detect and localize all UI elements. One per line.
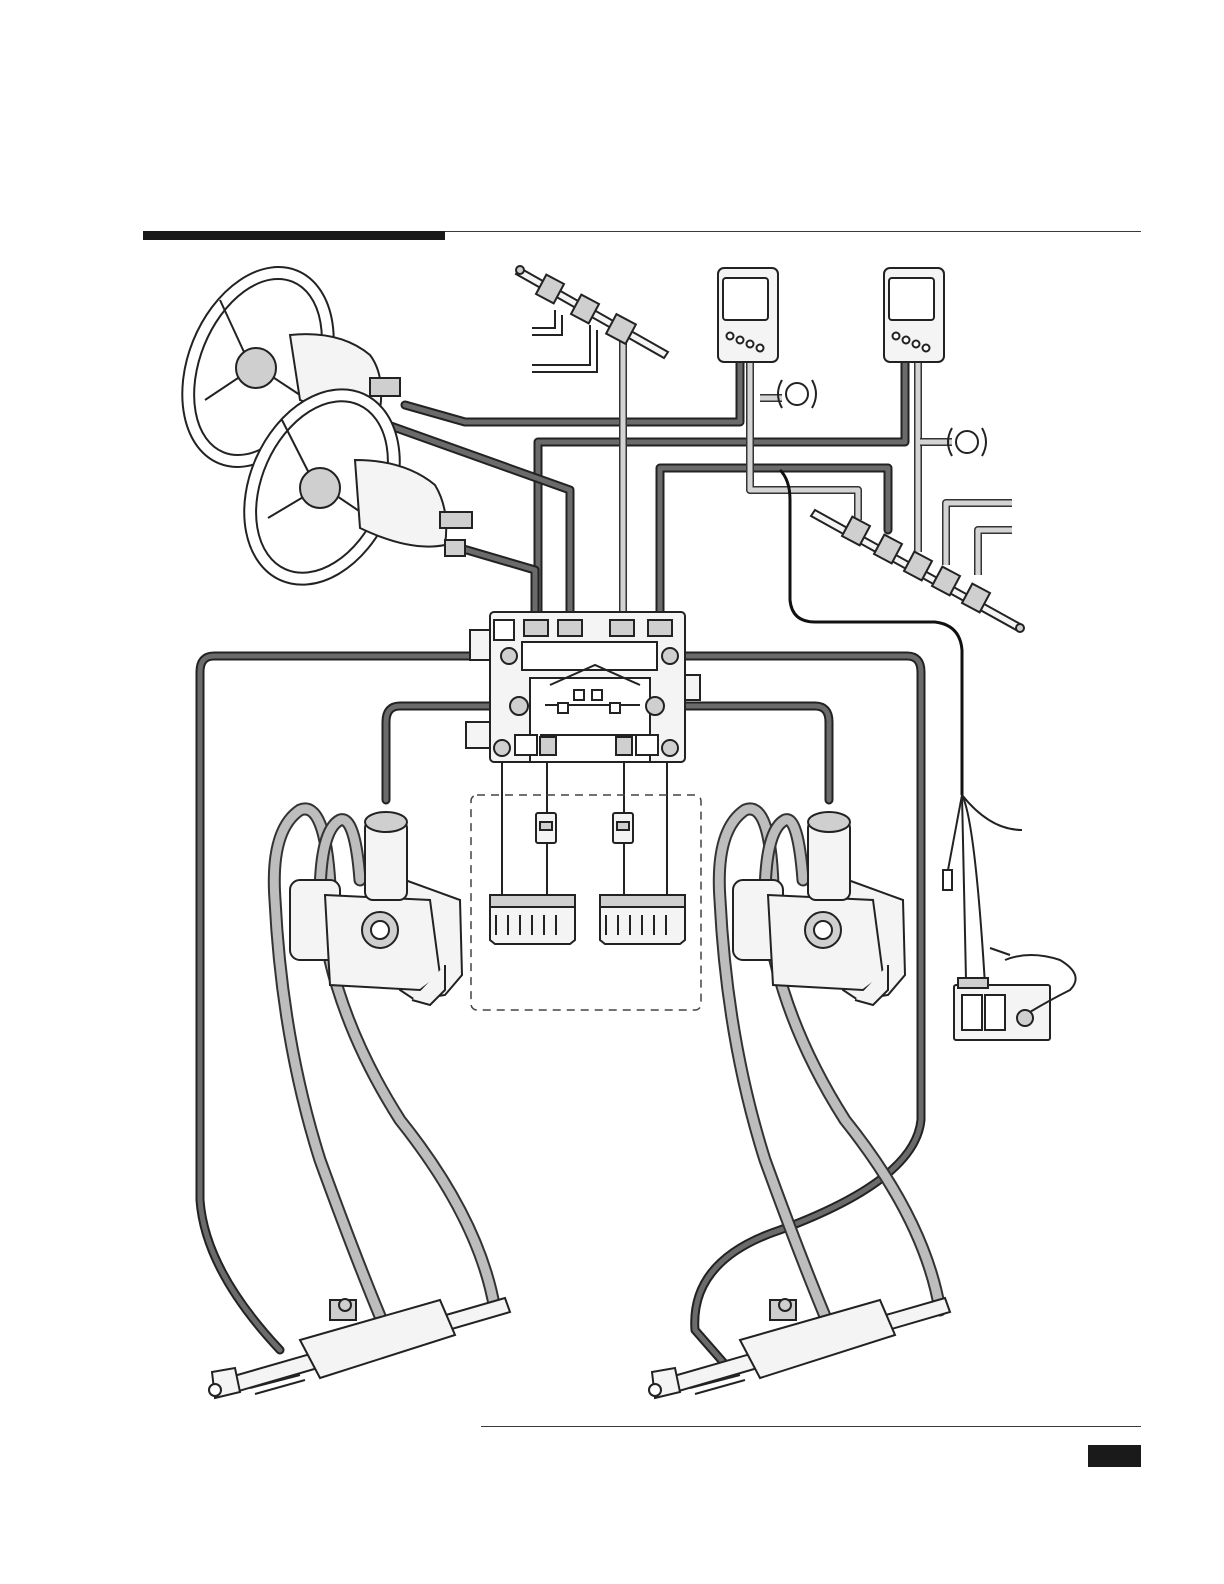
antenna-icon <box>778 380 816 408</box>
fuse-icon <box>943 870 952 890</box>
hydraulic-pump-icon <box>290 812 462 1005</box>
power-wire <box>780 470 962 795</box>
hydraulic-pump-icon <box>733 812 905 1005</box>
pump-cables <box>200 656 921 1370</box>
battery-icon <box>490 895 575 944</box>
antenna-icon <box>948 428 986 456</box>
breaker-icon <box>613 813 633 843</box>
control-unit-icon <box>466 612 700 762</box>
battery-wiring <box>502 758 667 898</box>
display-icon <box>884 268 944 362</box>
page-number-tab <box>1088 1445 1141 1467</box>
network-backbone-icon <box>516 266 668 358</box>
footer-rule <box>481 1426 1141 1427</box>
battery-icon <box>600 895 685 944</box>
display-icon <box>718 268 778 362</box>
breaker-icon <box>536 813 556 843</box>
switch-panel-icon <box>954 948 1076 1040</box>
